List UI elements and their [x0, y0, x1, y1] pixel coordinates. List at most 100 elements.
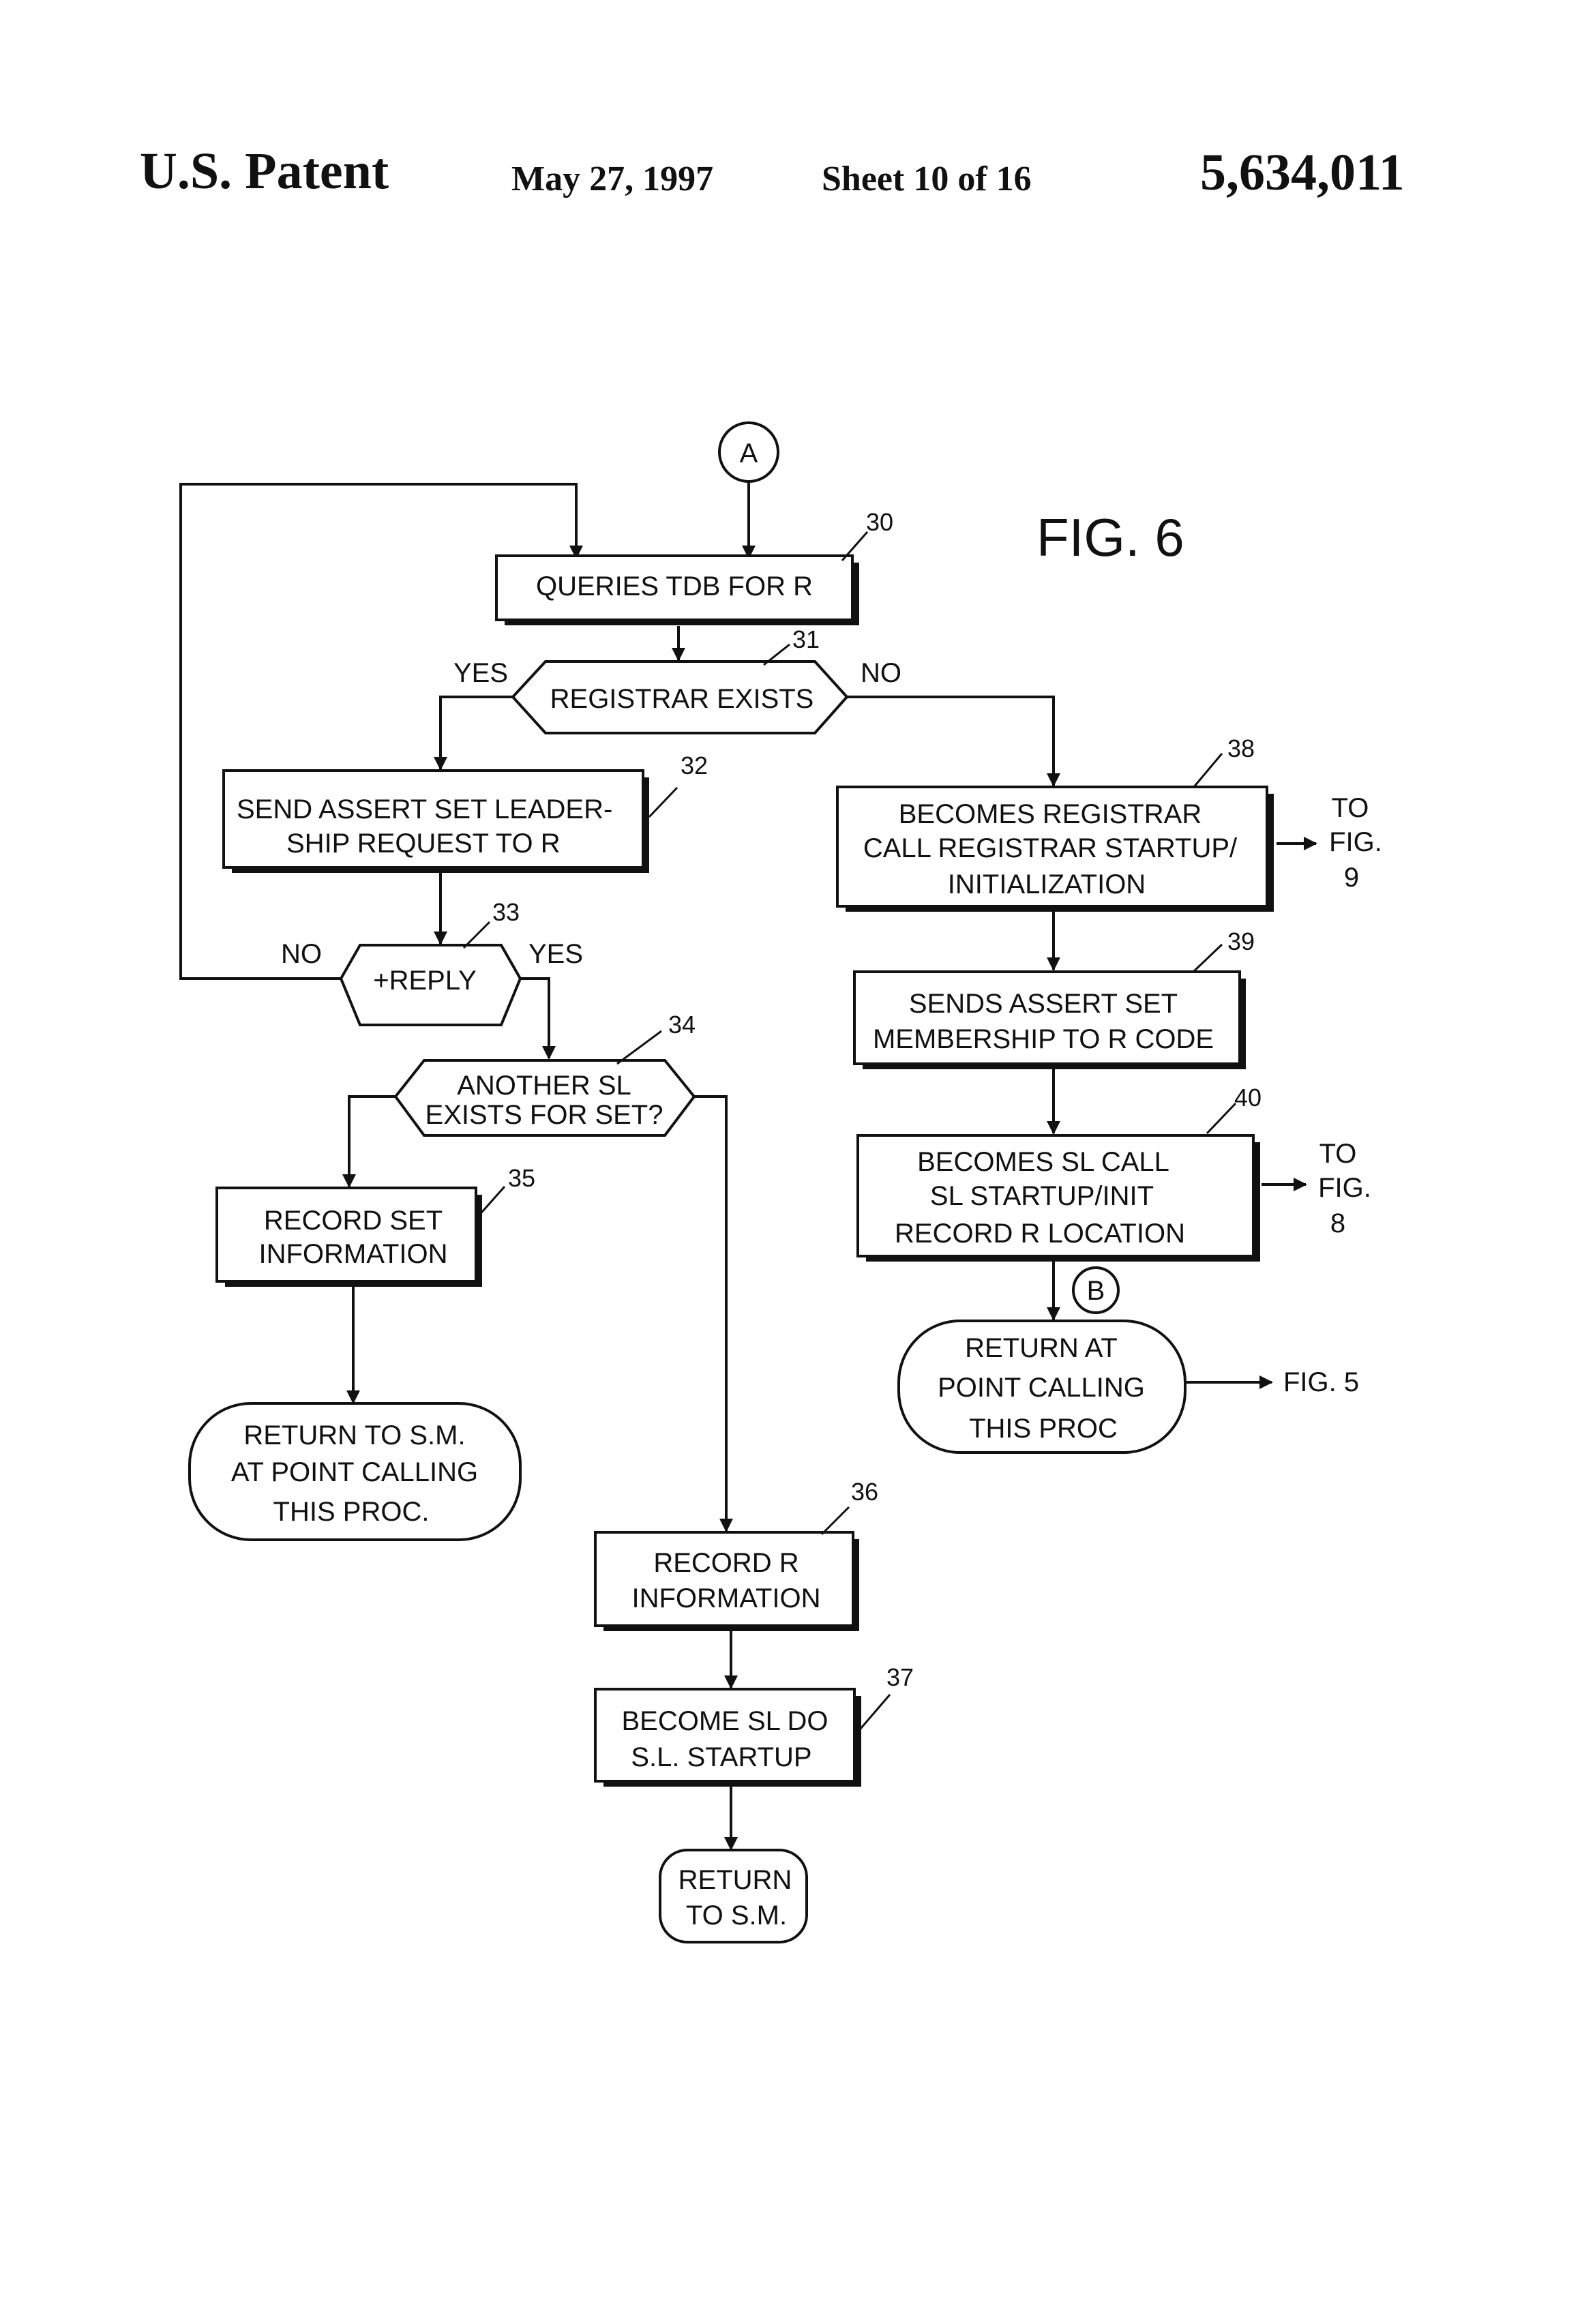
ref-33-label: 33: [492, 898, 520, 926]
ref-37-leader: [859, 1694, 891, 1729]
box-39-line-2: MEMBERSHIP TO R CODE: [873, 1024, 1214, 1054]
edge-34-to-36: [694, 1095, 733, 1532]
terminal-return-point: RETURN AT POINT CALLING THIS PROC: [897, 1320, 1186, 1454]
terminal-return-sm-line-3: THIS PROC.: [273, 1497, 430, 1527]
terminal-return-sm-line-2: AT POINT CALLING: [231, 1457, 478, 1487]
box-37-line-1: BECOME SL DO: [621, 1706, 828, 1736]
offpage-fig8-line-1: TO: [1319, 1139, 1357, 1169]
offpage-fig9-line-3: 9: [1344, 863, 1359, 893]
ref-34: 34: [616, 1011, 696, 1065]
terminal-return-point-line-2: POINT CALLING: [938, 1373, 1145, 1403]
ref-30-label: 30: [866, 508, 893, 536]
ref-33: 33: [462, 898, 520, 949]
label-33-no: NO: [281, 939, 322, 969]
ref-40: 40: [1206, 1084, 1262, 1135]
sheet-number: Sheet 10 of 16: [822, 160, 1032, 198]
ref-30: 30: [841, 508, 893, 561]
terminal-return-sm-line-1: RETURN TO S.M.: [243, 1420, 465, 1450]
decision-34: ANOTHER SL EXISTS FOR SET?: [393, 1059, 696, 1137]
ref-39-leader: [1192, 943, 1223, 973]
box-40-line-1: BECOMES SL CALL: [917, 1147, 1169, 1177]
edge-31-yes-to-32: [434, 696, 513, 771]
box-36-line-1: RECORD R: [653, 1548, 799, 1578]
box-40-line-3: RECORD R LOCATION: [895, 1219, 1185, 1249]
process-box-30: QUERIES TDB FOR R: [495, 554, 859, 625]
box-38-line-3: INITIALIZATION: [948, 869, 1146, 899]
box-39-line-1: SENDS ASSERT SET: [909, 989, 1178, 1019]
ref-39: 39: [1192, 927, 1255, 973]
ref-38: 38: [1192, 734, 1255, 788]
terminal-return-end-line-1: RETURN: [678, 1865, 792, 1895]
process-box-38: BECOMES REGISTRAR CALL REGISTRAR STARTUP…: [836, 786, 1274, 912]
offpage-fig8-line-2: FIG.: [1318, 1173, 1371, 1203]
connector-b-label: B: [1087, 1276, 1105, 1306]
patent-date: May 27, 1997: [511, 160, 714, 198]
ref-36-label: 36: [851, 1478, 878, 1506]
edge-33-yes-to-34: [520, 977, 556, 1060]
box-32-line-1: SEND ASSERT SET LEADER-: [237, 794, 612, 824]
label-33-yes: YES: [528, 939, 583, 969]
offpage-to-fig9: TO FIG. 9: [1329, 793, 1382, 893]
ref-37-label: 37: [886, 1663, 914, 1691]
connector-b: B: [1072, 1266, 1120, 1314]
box-35-line-2: INFORMATION: [258, 1239, 447, 1269]
decision-33: +REPLY: [339, 944, 522, 1026]
box-37-line-2: S.L. STARTUP: [631, 1742, 811, 1772]
ref-38-leader: [1192, 753, 1223, 788]
process-box-39: SENDS ASSERT SET MEMBERSHIP TO R CODE: [853, 970, 1246, 1069]
offpage-fig5: FIG. 5: [1283, 1367, 1359, 1397]
ref-32-leader: [648, 786, 678, 818]
ref-38-label: 38: [1227, 734, 1255, 762]
ref-32: 32: [648, 751, 708, 818]
ref-34-label: 34: [668, 1011, 696, 1039]
box-36-line-2: INFORMATION: [631, 1583, 820, 1613]
figure-title: FIG. 6: [1036, 507, 1184, 567]
box-38-line-1: BECOMES REGISTRAR: [899, 799, 1202, 829]
box-40-line-2: SL STARTUP/INIT: [930, 1181, 1154, 1211]
process-box-35: RECORD SET INFORMATION: [215, 1187, 482, 1287]
terminal-return-point-line-1: RETURN AT: [965, 1333, 1118, 1363]
ref-35-leader: [476, 1186, 506, 1218]
offpage-fig8-line-3: 8: [1330, 1208, 1345, 1238]
edge-33-no-loop-to-30: [179, 483, 583, 980]
ref-33-leader: [462, 921, 491, 949]
process-box-37: BECOME SL DO S.L. STARTUP: [594, 1688, 861, 1787]
decision-31-text: REGISTRAR EXISTS: [550, 684, 814, 714]
ref-36-leader: [820, 1506, 850, 1536]
box-32-line-2: SHIP REQUEST TO R: [286, 829, 561, 859]
decision-34-line-1: ANOTHER SL: [457, 1071, 631, 1101]
edge-31-no-to-38: [846, 696, 1060, 787]
ref-36: 36: [820, 1478, 878, 1536]
box-38-line-2: CALL REGISTRAR STARTUP/: [863, 833, 1238, 863]
ref-40-leader: [1206, 1102, 1237, 1135]
offpage-to-fig8: TO FIG. 8: [1318, 1139, 1371, 1238]
offpage-fig9-line-2: FIG.: [1329, 827, 1382, 857]
ref-35: 35: [476, 1164, 535, 1218]
offpage-fig9-line-1: TO: [1332, 793, 1369, 823]
ref-40-label: 40: [1234, 1084, 1262, 1112]
patent-number: 5,634,011: [1200, 144, 1405, 201]
patent-label: U.S. Patent: [140, 143, 389, 200]
label-31-yes: YES: [453, 658, 508, 688]
decision-31: REGISTRAR EXISTS: [511, 660, 849, 734]
connector-a-label: A: [740, 438, 758, 468]
terminal-return-end: RETURN TO S.M.: [659, 1849, 808, 1943]
box-35-line-1: RECORD SET: [264, 1206, 443, 1236]
ref-37: 37: [859, 1663, 914, 1729]
connector-a: A: [718, 421, 779, 483]
decision-33-text: +REPLY: [373, 966, 477, 996]
terminal-return-sm: RETURN TO S.M. AT POINT CALLING THIS PRO…: [188, 1402, 522, 1541]
process-box-40: BECOMES SL CALL SL STARTUP/INIT RECORD R…: [856, 1134, 1260, 1262]
ref-34-leader: [616, 1030, 662, 1065]
process-box-32: SEND ASSERT SET LEADER- SHIP REQUEST TO …: [222, 769, 649, 873]
ref-35-label: 35: [508, 1164, 535, 1192]
decision-34-line-2: EXISTS FOR SET?: [426, 1100, 663, 1130]
ref-39-label: 39: [1227, 927, 1255, 955]
ref-31: 31: [763, 625, 820, 666]
ref-31-leader: [763, 643, 790, 666]
flow-edges: [179, 481, 1317, 1851]
ref-32-label: 32: [681, 751, 708, 779]
ref-31-label: 31: [792, 625, 820, 653]
terminal-return-point-line-3: THIS PROC: [969, 1414, 1118, 1444]
